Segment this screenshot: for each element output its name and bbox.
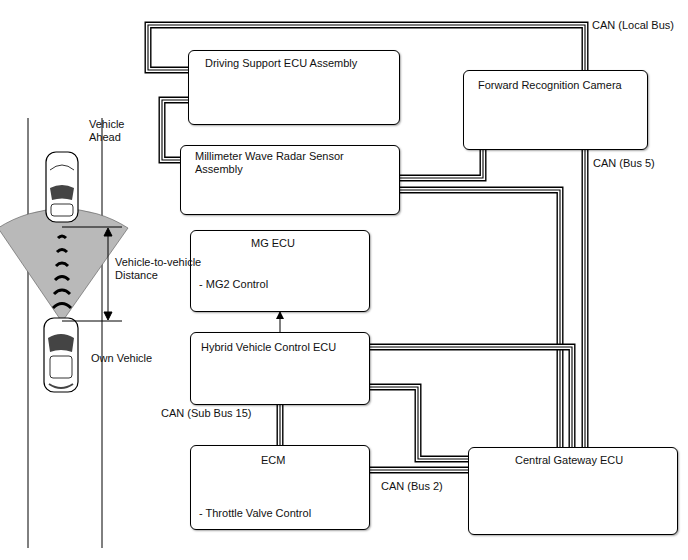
can-bus-line — [585, 150, 586, 447]
figure-label: Vehicle Ahead — [88, 118, 142, 144]
box-function: - Throttle Valve Control — [199, 507, 311, 520]
bus-label: CAN (Bus 2) — [380, 480, 444, 493]
box-title: Driving Support ECU Assembly — [205, 57, 357, 70]
bus-stroke — [400, 150, 483, 178]
bus-stroke — [370, 387, 468, 459]
bus-stroke — [583, 150, 587, 447]
bus-stroke — [584, 150, 585, 447]
lane-line — [28, 118, 29, 548]
radar-sector — [0, 209, 128, 322]
bus-stroke — [400, 150, 483, 178]
bus-stroke — [370, 468, 468, 472]
bus-stroke — [370, 347, 572, 447]
bus-stroke — [400, 190, 560, 447]
bus-stroke — [370, 387, 468, 459]
box-title: Hybrid Vehicle Control ECU — [201, 341, 336, 354]
bus-stroke — [277, 405, 284, 445]
bus-label: CAN (Sub Bus 15) — [160, 407, 252, 420]
ecu-box: Hybrid Vehicle Control ECU — [190, 332, 370, 405]
bus-stroke — [400, 190, 560, 447]
radar-waves — [53, 236, 71, 308]
bus-stroke — [400, 150, 483, 178]
arrow-line — [280, 312, 281, 332]
ecu-box: MG ECU - MG2 Control — [190, 230, 370, 312]
signal-arrow — [280, 312, 281, 332]
bus-stroke — [582, 150, 589, 447]
box-title: MG ECU — [251, 237, 295, 250]
lane-line — [102, 118, 103, 548]
ecu-box: ECM - Throttle Valve Control — [190, 445, 370, 530]
can-bus-line — [370, 387, 468, 459]
bus-label: CAN (Local Bus) — [591, 19, 675, 32]
can-bus-line — [280, 405, 281, 445]
own-car — [44, 318, 78, 392]
ecu-box: Driving Support ECU Assembly — [188, 50, 400, 125]
box-title: Millimeter Wave Radar Sensor Assembly — [195, 150, 360, 176]
box-title: Forward Recognition Camera — [478, 79, 622, 92]
distance-dimension — [62, 227, 122, 321]
bus-stroke — [370, 347, 572, 447]
bus-stroke — [370, 467, 468, 474]
figure-label: Vehicle-to-vehicle Distance — [114, 256, 226, 282]
bus-stroke — [278, 405, 282, 445]
box-title: Central Gateway ECU — [515, 454, 623, 467]
can-bus-line — [370, 347, 572, 447]
box-title: ECM — [261, 454, 285, 467]
can-bus-line — [370, 470, 468, 471]
can-bus-line — [400, 190, 560, 447]
ecu-box: Forward Recognition Camera — [463, 70, 648, 150]
bus-stroke — [400, 190, 560, 447]
bus-stroke — [370, 347, 572, 447]
ecu-box: Central Gateway ECU — [468, 447, 678, 535]
box-function: - MG2 Control — [199, 278, 268, 291]
bus-label: CAN (Bus 5) — [592, 157, 656, 170]
lead-car — [46, 152, 78, 222]
bus-stroke — [370, 387, 468, 459]
bus-stroke — [279, 405, 280, 445]
ecu-box: Millimeter Wave Radar Sensor Assembly — [180, 145, 400, 215]
bus-stroke — [370, 469, 468, 470]
figure-label: Own Vehicle — [90, 352, 153, 365]
can-bus-line — [400, 150, 483, 178]
